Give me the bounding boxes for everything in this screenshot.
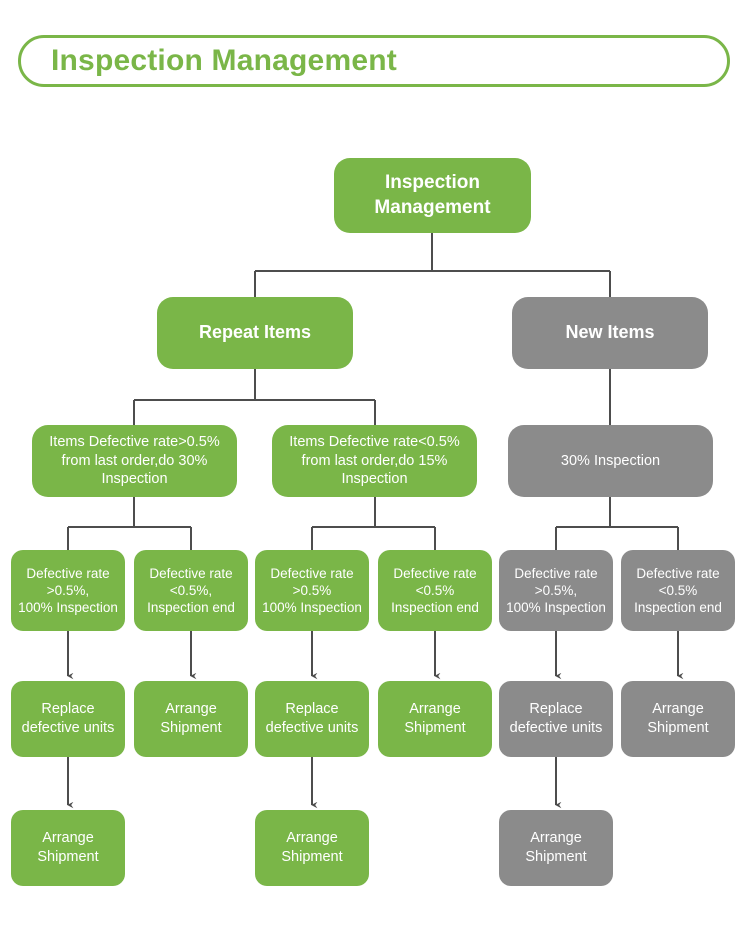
- node-l5-replace-defective-units-3[interactable]: Replace defective units: [499, 681, 613, 757]
- node-l6-arrange-shipment-2[interactable]: Arrange Shipment: [255, 810, 369, 886]
- node-l4-repeat-low-under-threshold[interactable]: Defective rate <0.5% Inspection end: [378, 550, 492, 631]
- node-l4-repeat-low-over-threshold[interactable]: Defective rate >0.5% 100% Inspection: [255, 550, 369, 631]
- node-l4-new-over-threshold[interactable]: Defective rate >0.5%, 100% Inspection: [499, 550, 613, 631]
- page-title: Inspection Management: [51, 44, 397, 77]
- node-l5-arrange-shipment-2[interactable]: Arrange Shipment: [378, 681, 492, 757]
- node-new-items-30-percent-inspection[interactable]: 30% Inspection: [508, 425, 713, 497]
- node-l5-replace-defective-units-2[interactable]: Replace defective units: [255, 681, 369, 757]
- node-l5-replace-defective-units-1[interactable]: Replace defective units: [11, 681, 125, 757]
- node-l5-arrange-shipment-3[interactable]: Arrange Shipment: [621, 681, 735, 757]
- node-inspection-management[interactable]: Inspection Management: [334, 158, 531, 233]
- node-repeat-items[interactable]: Repeat Items: [157, 297, 353, 369]
- node-l6-arrange-shipment-3[interactable]: Arrange Shipment: [499, 810, 613, 886]
- node-repeat-low-defect-rule[interactable]: Items Defective rate<0.5% from last orde…: [272, 425, 477, 497]
- node-l5-arrange-shipment-1[interactable]: Arrange Shipment: [134, 681, 248, 757]
- node-l4-new-under-threshold[interactable]: Defective rate <0.5% Inspection end: [621, 550, 735, 631]
- node-new-items[interactable]: New Items: [512, 297, 708, 369]
- node-l6-arrange-shipment-1[interactable]: Arrange Shipment: [11, 810, 125, 886]
- node-repeat-high-defect-rule[interactable]: Items Defective rate>0.5% from last orde…: [32, 425, 237, 497]
- node-l4-repeat-high-over-threshold[interactable]: Defective rate >0.5%, 100% Inspection: [11, 550, 125, 631]
- page-title-banner: Inspection Management: [18, 35, 730, 87]
- node-l4-repeat-high-under-threshold[interactable]: Defective rate <0.5%, Inspection end: [134, 550, 248, 631]
